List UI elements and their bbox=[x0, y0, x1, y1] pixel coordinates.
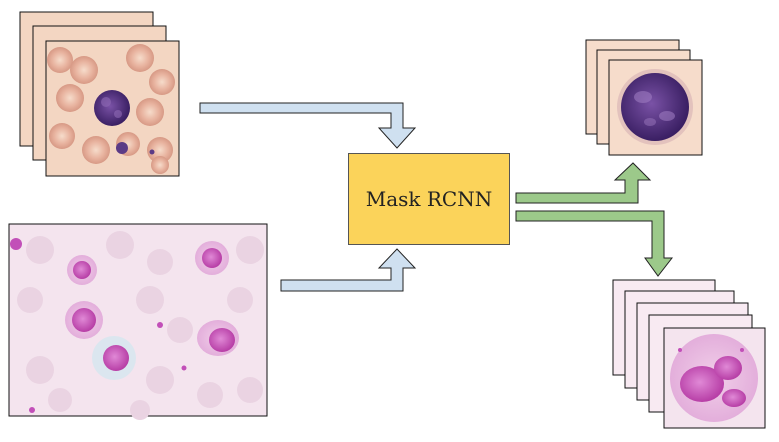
model-box: Mask RCNN bbox=[348, 153, 510, 245]
output-arrow-down bbox=[515, 210, 674, 277]
input-image-stack-icon bbox=[19, 11, 180, 177]
output-arrow-up bbox=[515, 162, 652, 204]
input-arrow-top bbox=[199, 102, 417, 149]
output-magenta-cell-stack-icon bbox=[612, 279, 766, 429]
input-smear-image-icon bbox=[8, 223, 268, 420]
model-label: Mask RCNN bbox=[365, 187, 493, 211]
input-arrow-bottom bbox=[280, 248, 417, 292]
output-purple-cell-stack-icon bbox=[585, 39, 703, 156]
